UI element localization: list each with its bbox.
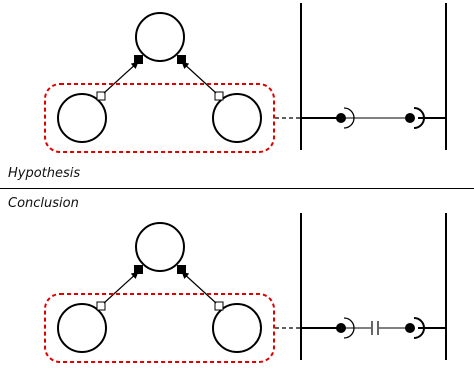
conclusion-top-node	[135, 222, 185, 272]
conclusion-right-dot	[405, 323, 415, 333]
conclusion-left-dot	[336, 323, 346, 333]
conclusion-label: Conclusion	[8, 196, 79, 211]
conclusion-right-port	[214, 301, 224, 311]
hypothesis-right-node	[212, 93, 262, 143]
conclusion-left-port	[96, 301, 106, 311]
hypothesis-arrow-left	[103, 61, 139, 94]
hypothesis-right-dot	[405, 113, 415, 123]
conclusion-left-node	[57, 303, 107, 353]
hypothesis-left-dot	[336, 113, 346, 123]
conclusion-top-port-right	[177, 265, 186, 274]
hypothesis-left-arc	[343, 107, 355, 129]
hypothesis-left-node	[57, 93, 107, 143]
hypothesis-top-node	[135, 12, 185, 62]
conclusion-arrow-right	[181, 271, 217, 304]
conclusion-top-port-left	[134, 265, 143, 274]
conclusion-panel	[44, 213, 447, 363]
conclusion-group-box	[44, 293, 275, 363]
conclusion-left-arc	[343, 317, 355, 339]
hypothesis-group-box	[44, 83, 275, 153]
conclusion-right-arc	[413, 317, 425, 339]
hypothesis-right-port	[214, 91, 224, 101]
hypothesis-panel	[44, 3, 447, 153]
hypothesis-arrow-right	[181, 61, 217, 94]
conclusion-right-node	[212, 303, 262, 353]
hypothesis-right-arc	[413, 107, 425, 129]
conclusion-arrow-left	[103, 271, 139, 304]
hypothesis-label: Hypothesis	[8, 166, 81, 181]
hypothesis-top-port-left	[134, 55, 143, 64]
section-divider	[0, 188, 474, 189]
hypothesis-top-port-right	[177, 55, 186, 64]
hypothesis-left-port	[96, 91, 106, 101]
